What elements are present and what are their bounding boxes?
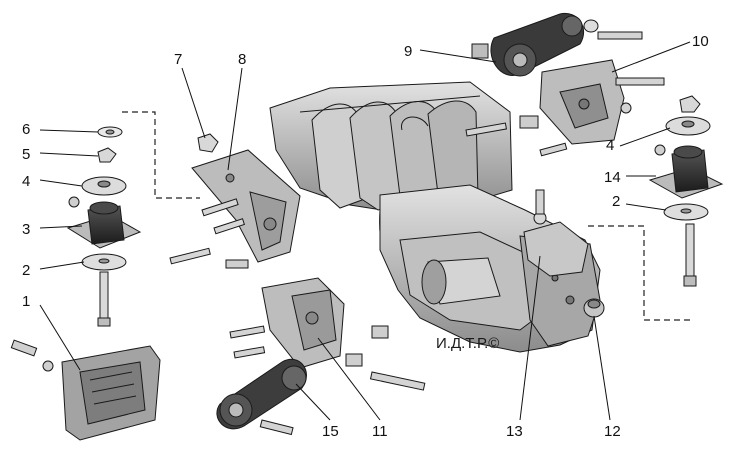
bracket-8 xyxy=(191,149,301,263)
callout-8: 8 xyxy=(238,51,246,68)
mount-cushion-3 xyxy=(66,196,142,249)
bolts-bracket-8 xyxy=(169,198,249,269)
callout-5: 5 xyxy=(22,146,30,163)
washer-4-right xyxy=(665,116,711,136)
nut-7 xyxy=(197,133,219,153)
washer-6 xyxy=(97,126,123,138)
callout-15: 15 xyxy=(322,423,339,440)
lower-bracket-14 xyxy=(229,277,426,391)
gearbox-bracket-13 xyxy=(523,189,589,277)
callout-labels: 1 2 3 4 5 6 7 8 9 10 14 12 13 11 15 2 4 xyxy=(22,33,709,440)
leader-lines xyxy=(39,41,691,421)
callout-13: 13 xyxy=(506,423,523,440)
callout-4-right: 4 xyxy=(606,137,614,154)
washer-4-left xyxy=(81,176,127,196)
stud-bolt-left xyxy=(97,271,111,327)
callout-9: 9 xyxy=(404,43,412,60)
callout-2: 2 xyxy=(22,262,30,279)
engine-block xyxy=(269,81,513,263)
dashed-guide-right xyxy=(588,225,694,321)
gearbox-housing xyxy=(379,184,601,353)
bracket-10 xyxy=(465,59,665,157)
washer-2-left xyxy=(81,253,127,271)
callout-12: 12 xyxy=(604,423,621,440)
mount-cushion-11 xyxy=(648,144,724,199)
nut-12 xyxy=(583,298,605,318)
callout-14: 11 xyxy=(372,423,388,440)
torque-rod-9 xyxy=(471,12,643,77)
callout-3: 3 xyxy=(22,221,30,238)
callout-4: 4 xyxy=(22,173,30,190)
watermark-text: И.Д.Т.Р.© xyxy=(436,335,499,352)
callout-10: 10 xyxy=(692,33,709,50)
nut-right xyxy=(679,95,701,113)
nut-5 xyxy=(97,147,117,163)
torque-rod-15 xyxy=(216,358,307,436)
callout-6: 6 xyxy=(22,121,30,138)
stud-bolt-right xyxy=(683,223,697,287)
heat-shield-1 xyxy=(10,339,161,441)
callout-1: 1 xyxy=(22,293,30,310)
callout-11: 14 xyxy=(604,169,621,186)
washer-2-right xyxy=(663,203,709,221)
callout-7: 7 xyxy=(174,51,182,68)
dashed-guide-left xyxy=(122,111,200,199)
callout-2-right: 2 xyxy=(612,193,620,210)
